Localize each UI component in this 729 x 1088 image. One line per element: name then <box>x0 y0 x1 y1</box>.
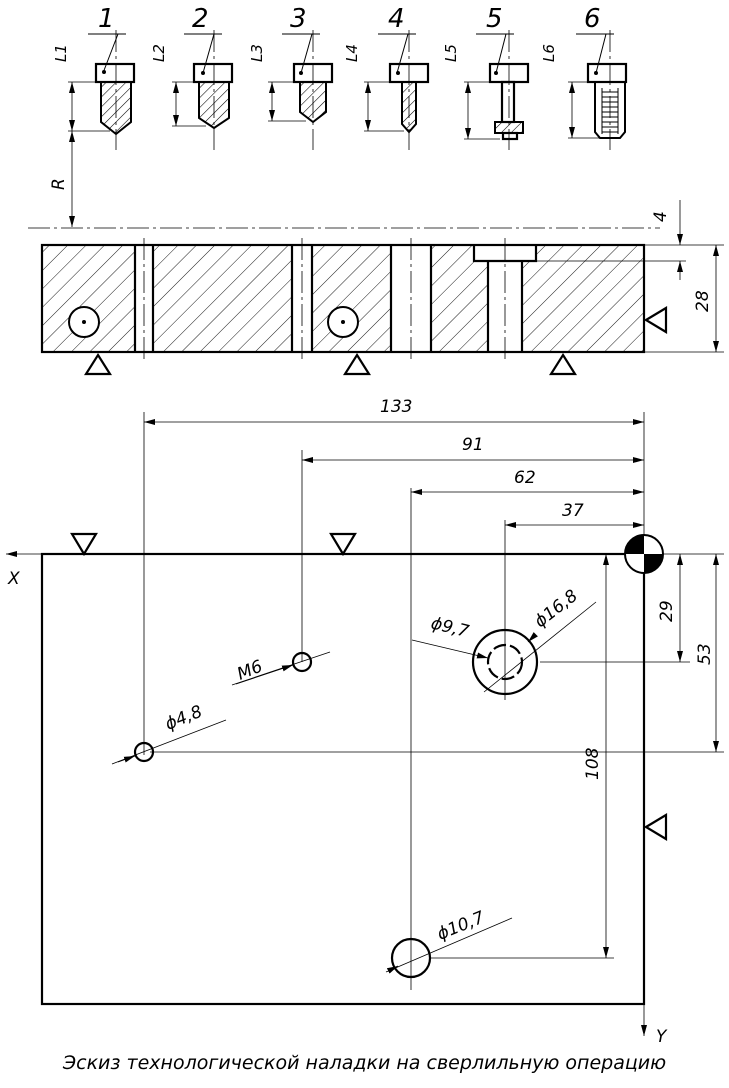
thickness-dim-label: 28 <box>693 290 713 312</box>
offset-dim-label: 4 <box>651 211 671 222</box>
tool-length-label-5: L5 <box>442 44 460 62</box>
dim-37: 37 <box>562 501 584 521</box>
label-d10-7: ϕ10,7 <box>434 908 487 945</box>
dim-133: 133 <box>380 397 412 417</box>
datum-origin-symbol <box>624 534 664 574</box>
tap-body-6 <box>594 81 626 139</box>
label-m6: M6 <box>234 656 265 684</box>
hole-d4-8 <box>133 741 155 763</box>
dim-53: 53 <box>695 643 715 665</box>
tool-length-label-4: L4 <box>343 44 361 62</box>
tool-3: 3 L3 <box>248 4 334 150</box>
tool-number-3: 3 <box>290 4 307 34</box>
plan-view: X Y 133 91 62 37 29 <box>6 397 724 1047</box>
dim-62: 62 <box>514 468 536 488</box>
section-dimensions: 4 28 <box>536 200 724 353</box>
hole-d10-7 <box>390 937 432 979</box>
r-label: R <box>49 178 69 190</box>
tool-length-label-6: L6 <box>540 44 558 62</box>
hole-d9-7 <box>486 643 524 681</box>
dim-91: 91 <box>462 435 484 455</box>
hole-m6 <box>291 651 313 673</box>
dim-29: 29 <box>657 600 677 622</box>
tool-1: 1 L1 <box>52 4 136 150</box>
tool-6: 6 L6 <box>540 4 628 150</box>
drawing-caption: Эскиз технологической наладки на сверлил… <box>62 1052 667 1074</box>
x-axis-label: X <box>7 569 20 589</box>
tool-5: 5 L5 <box>442 4 530 150</box>
tool-number-5: 5 <box>486 4 503 34</box>
tool-length-label-3: L3 <box>248 44 266 62</box>
tool-4: 4 L4 <box>343 4 430 150</box>
counterbore-d16-8 <box>471 628 539 696</box>
tool-2: 2 L2 <box>150 4 234 150</box>
r-dimension: R <box>49 131 75 227</box>
tool-number-2: 2 <box>192 4 209 34</box>
tool-length-label-2: L2 <box>150 44 168 62</box>
label-d16-8: ϕ16,8 <box>531 586 582 632</box>
support-symbols-section <box>84 306 668 376</box>
fixture-section <box>40 238 646 360</box>
tool-length-label-1: L1 <box>52 44 70 62</box>
tool-number-6: 6 <box>584 4 601 34</box>
tool-number-4: 4 <box>388 4 405 34</box>
y-axis-label: Y <box>656 1027 668 1047</box>
label-d4-8: ϕ4,8 <box>162 702 205 735</box>
label-d9-7: ϕ9,7 <box>429 613 471 642</box>
countersink-shank-5 <box>500 80 516 124</box>
dim-108: 108 <box>583 747 603 780</box>
tool-number-1: 1 <box>98 4 115 34</box>
